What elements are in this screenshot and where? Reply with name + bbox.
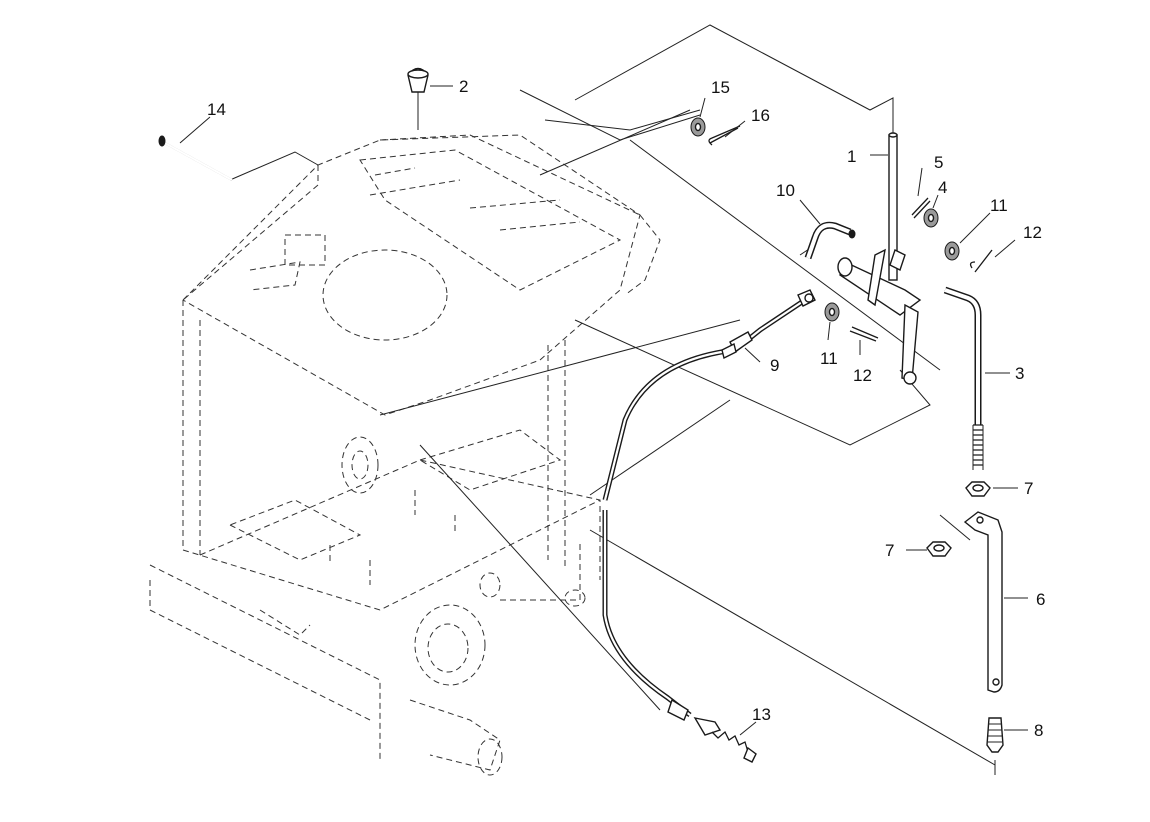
part-13-spring <box>711 730 757 763</box>
callout-12b: 12 <box>853 366 872 385</box>
part-1-shift-lever <box>837 132 922 385</box>
part-9-cable <box>602 289 816 736</box>
part-12-cotter-pin-lower <box>849 326 879 342</box>
part-7-nut-upper <box>965 481 991 497</box>
part-11-washer-lower <box>824 302 840 322</box>
callout-12a: 12 <box>1023 223 1042 242</box>
part-4-washer <box>923 208 939 228</box>
part-2-knob <box>407 67 429 93</box>
machine-housing-phantom <box>149 134 661 776</box>
part-5-cotter-pin <box>911 197 931 219</box>
callout-10: 10 <box>776 181 795 200</box>
part-8-fitting <box>986 717 1004 753</box>
part-11-washer-upper <box>944 241 960 261</box>
callout-14: 14 <box>207 100 226 119</box>
part-15-washer <box>690 117 706 137</box>
callout-5: 5 <box>934 153 943 172</box>
callout-7a: 7 <box>1024 479 1033 498</box>
part-6-link-bar <box>963 511 1003 693</box>
part-12-cotter-pin-upper <box>969 249 993 273</box>
callout-13: 13 <box>752 705 771 724</box>
part-3-shift-rod <box>943 286 984 470</box>
callout-9: 9 <box>770 356 779 375</box>
assembly-lines <box>229 24 996 775</box>
part-14-pin <box>158 135 233 181</box>
part-7-nut-left <box>926 541 952 557</box>
callout-6: 6 <box>1036 590 1045 609</box>
callout-4: 4 <box>938 178 947 197</box>
callout-2: 2 <box>459 77 468 96</box>
callout-leaders <box>179 85 1028 736</box>
callout-11b: 11 <box>820 349 838 368</box>
callout-labels: 1 2 3 4 5 6 7 7 8 9 10 11 11 12 12 13 14… <box>207 77 1045 740</box>
callout-16: 16 <box>751 106 770 125</box>
callout-7b: 7 <box>885 541 894 560</box>
callout-1: 1 <box>847 147 856 166</box>
callout-3: 3 <box>1015 364 1024 383</box>
callout-8: 8 <box>1034 721 1043 740</box>
part-10-bent-rod <box>804 221 856 260</box>
callout-15: 15 <box>711 78 730 97</box>
callout-11a: 11 <box>990 196 1008 215</box>
